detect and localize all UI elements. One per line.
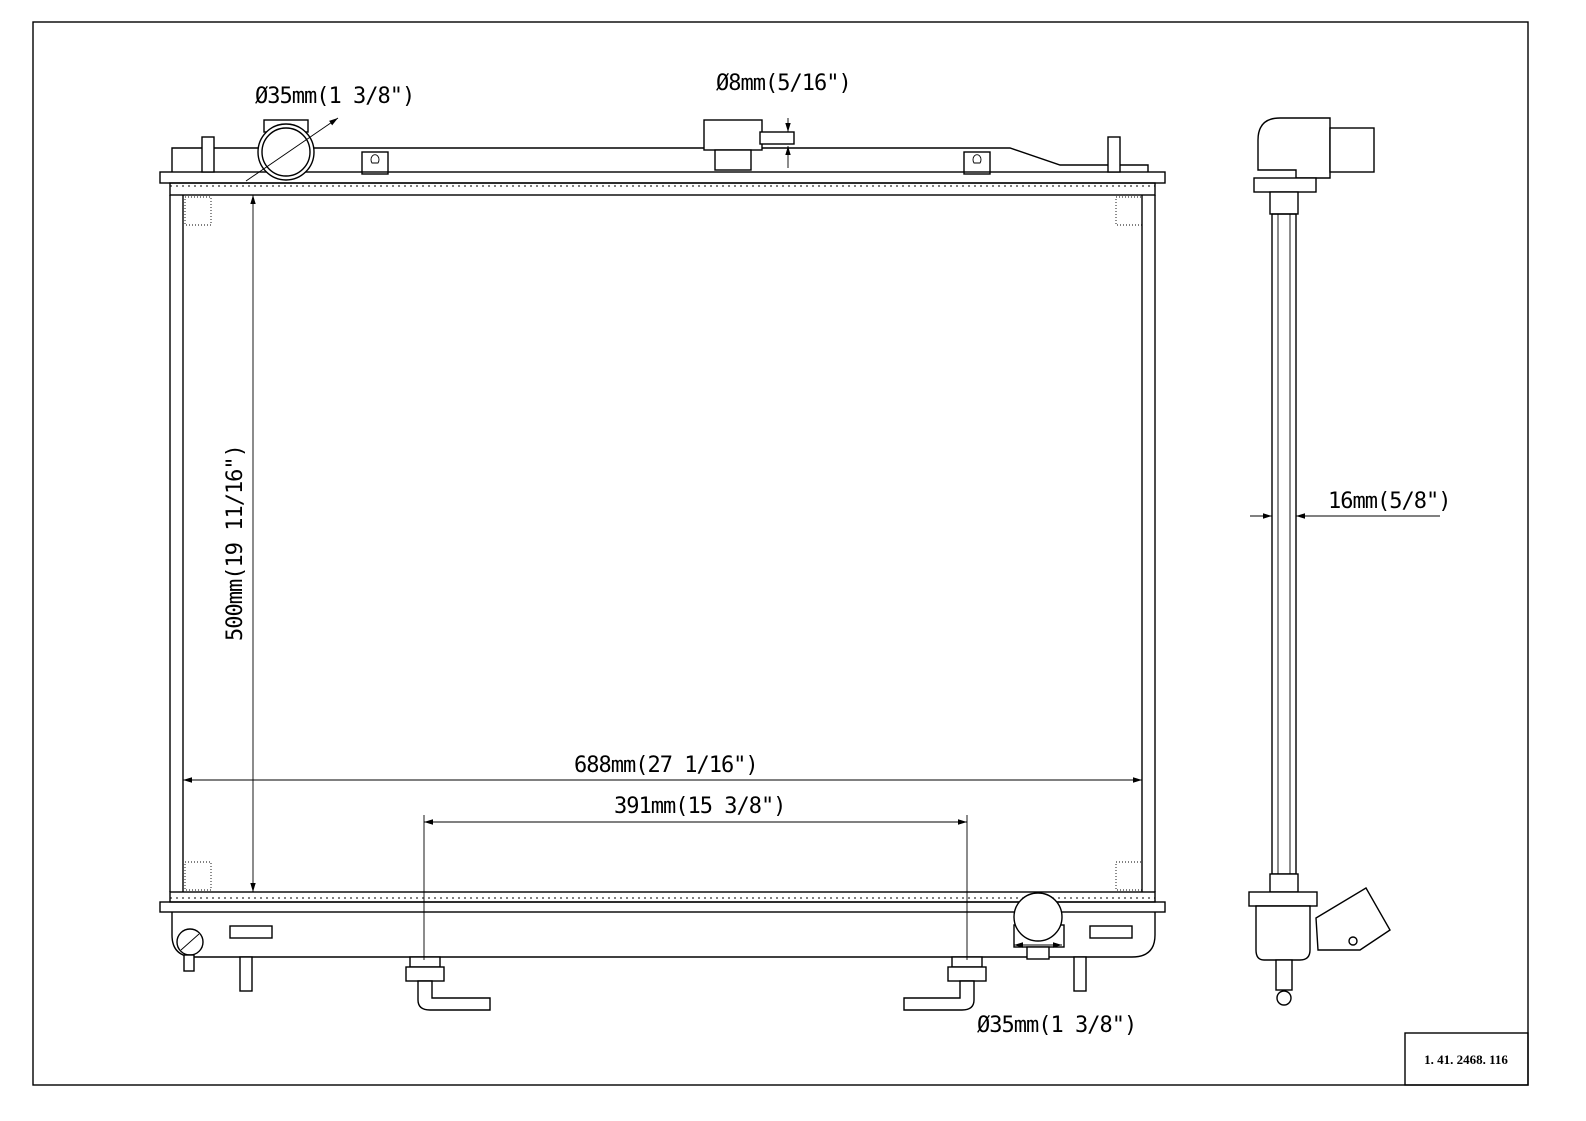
title-block: 1. 41. 2468. 116 [1404, 1032, 1529, 1086]
drawing-frame [32, 21, 1529, 1086]
filler-neck [703, 118, 795, 171]
part-number: 1. 41. 2468. 116 [1424, 1052, 1508, 1067]
core-width-label: 688mm(27 1/16") [574, 753, 758, 778]
top-tank [159, 136, 1166, 196]
top-inlet-pipe [245, 117, 339, 182]
bottom-outlet-pipe [1013, 892, 1065, 960]
bottom-tank [159, 891, 1166, 992]
dimension-lines [183, 195, 1142, 960]
radiator-front-view [159, 117, 1166, 1011]
cooler-fitting-right [903, 956, 987, 1011]
radiator-side-view [1248, 117, 1440, 1006]
bottom-outlet-diameter-label: Ø35mm(1 3/8") [977, 1013, 1136, 1038]
core-thickness-label: 16mm(5/8") [1328, 489, 1450, 514]
bottom-outlet-spacing-label: 391mm(15 3/8") [614, 794, 785, 819]
top-inlet-diameter-label: Ø35mm(1 3/8") [255, 84, 414, 109]
radiator-core [169, 195, 1156, 892]
cooler-fitting-left [405, 956, 491, 1011]
cap-neck-diameter-label: Ø8mm(5/16") [716, 71, 851, 96]
core-height-label: 500mm(19 11/16") [223, 445, 248, 641]
